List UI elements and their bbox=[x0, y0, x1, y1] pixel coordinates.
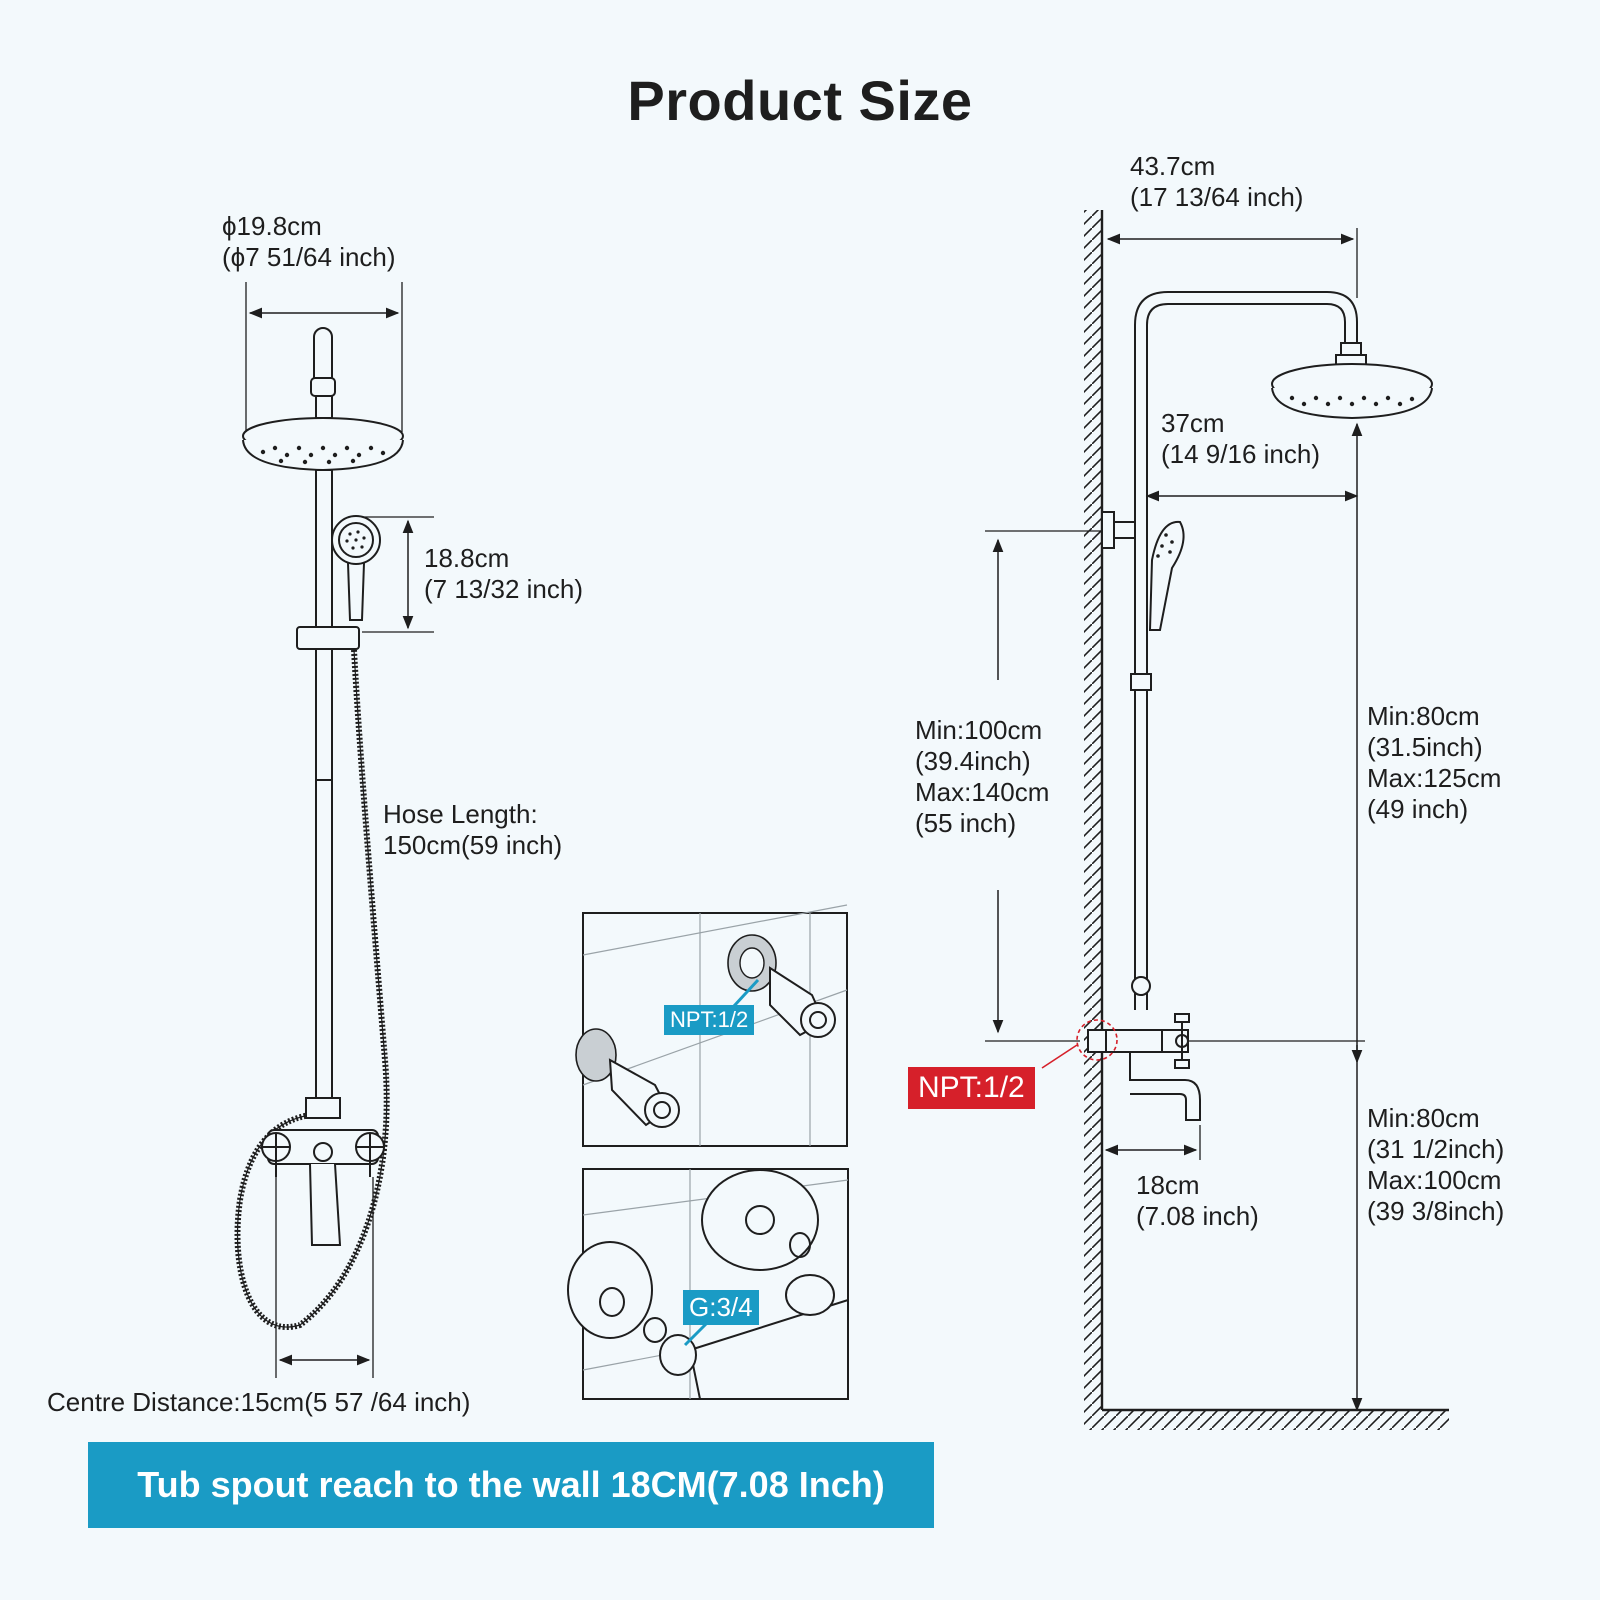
valve-height-min: Min:80cm bbox=[1367, 1103, 1480, 1133]
hose-length-value: 150cm(59 inch) bbox=[383, 830, 563, 860]
head-height-max-inch: (49 inch) bbox=[1367, 794, 1469, 824]
handheld-height-cm: 18.8cm bbox=[424, 543, 510, 573]
bracket-height-max: Max:140cm bbox=[915, 777, 1050, 807]
hose-length-label: Hose Length: bbox=[383, 799, 538, 829]
arm-reach-inch: (17 13/64 inch) bbox=[1130, 182, 1304, 212]
head-diameter-inch: (ϕ7 51/64 inch) bbox=[222, 242, 396, 272]
spout-reach-inch: (7.08 inch) bbox=[1136, 1201, 1259, 1231]
arm-reach-cm: 43.7cm bbox=[1130, 151, 1216, 181]
head-height-min-inch: (31.5inch) bbox=[1367, 732, 1483, 762]
inset-g-fittings bbox=[567, 1168, 849, 1400]
head-height-max: Max:125cm bbox=[1367, 763, 1502, 793]
head-height-min: Min:80cm bbox=[1367, 701, 1480, 731]
page-title: Product Size bbox=[627, 69, 973, 132]
inlet-npt-tag: NPT:1/2 bbox=[908, 1067, 1035, 1109]
spout-reach-cm: 18cm bbox=[1136, 1170, 1200, 1200]
bracket-height-min-inch: (39.4inch) bbox=[915, 746, 1031, 776]
valve-height-max-inch: (39 3/8inch) bbox=[1367, 1196, 1505, 1226]
front-view-shower bbox=[234, 282, 434, 1378]
bracket-height-max-inch: (55 inch) bbox=[915, 808, 1017, 838]
g-fitting-tag: G:3/4 bbox=[683, 1290, 759, 1325]
valve-height-max: Max:100cm bbox=[1367, 1165, 1502, 1195]
npt-fitting-tag: NPT:1/2 bbox=[664, 1005, 755, 1035]
centre-distance-label: Centre Distance:15cm(5 57 /64 inch) bbox=[47, 1387, 471, 1417]
spout-reach-banner: Tub spout reach to the wall 18CM(7.08 In… bbox=[88, 1442, 934, 1528]
side-view-shower bbox=[985, 210, 1449, 1430]
head-offset-inch: (14 9/16 inch) bbox=[1161, 439, 1320, 469]
head-diameter-cm: ϕ19.8cm bbox=[222, 211, 322, 241]
inset-npt-fittings bbox=[575, 904, 848, 1147]
valve-height-min-inch: (31 1/2inch) bbox=[1367, 1134, 1505, 1164]
handheld-height-inch: (7 13/32 inch) bbox=[424, 574, 583, 604]
bracket-height-min: Min:100cm bbox=[915, 715, 1043, 745]
head-offset-cm: 37cm bbox=[1161, 408, 1225, 438]
